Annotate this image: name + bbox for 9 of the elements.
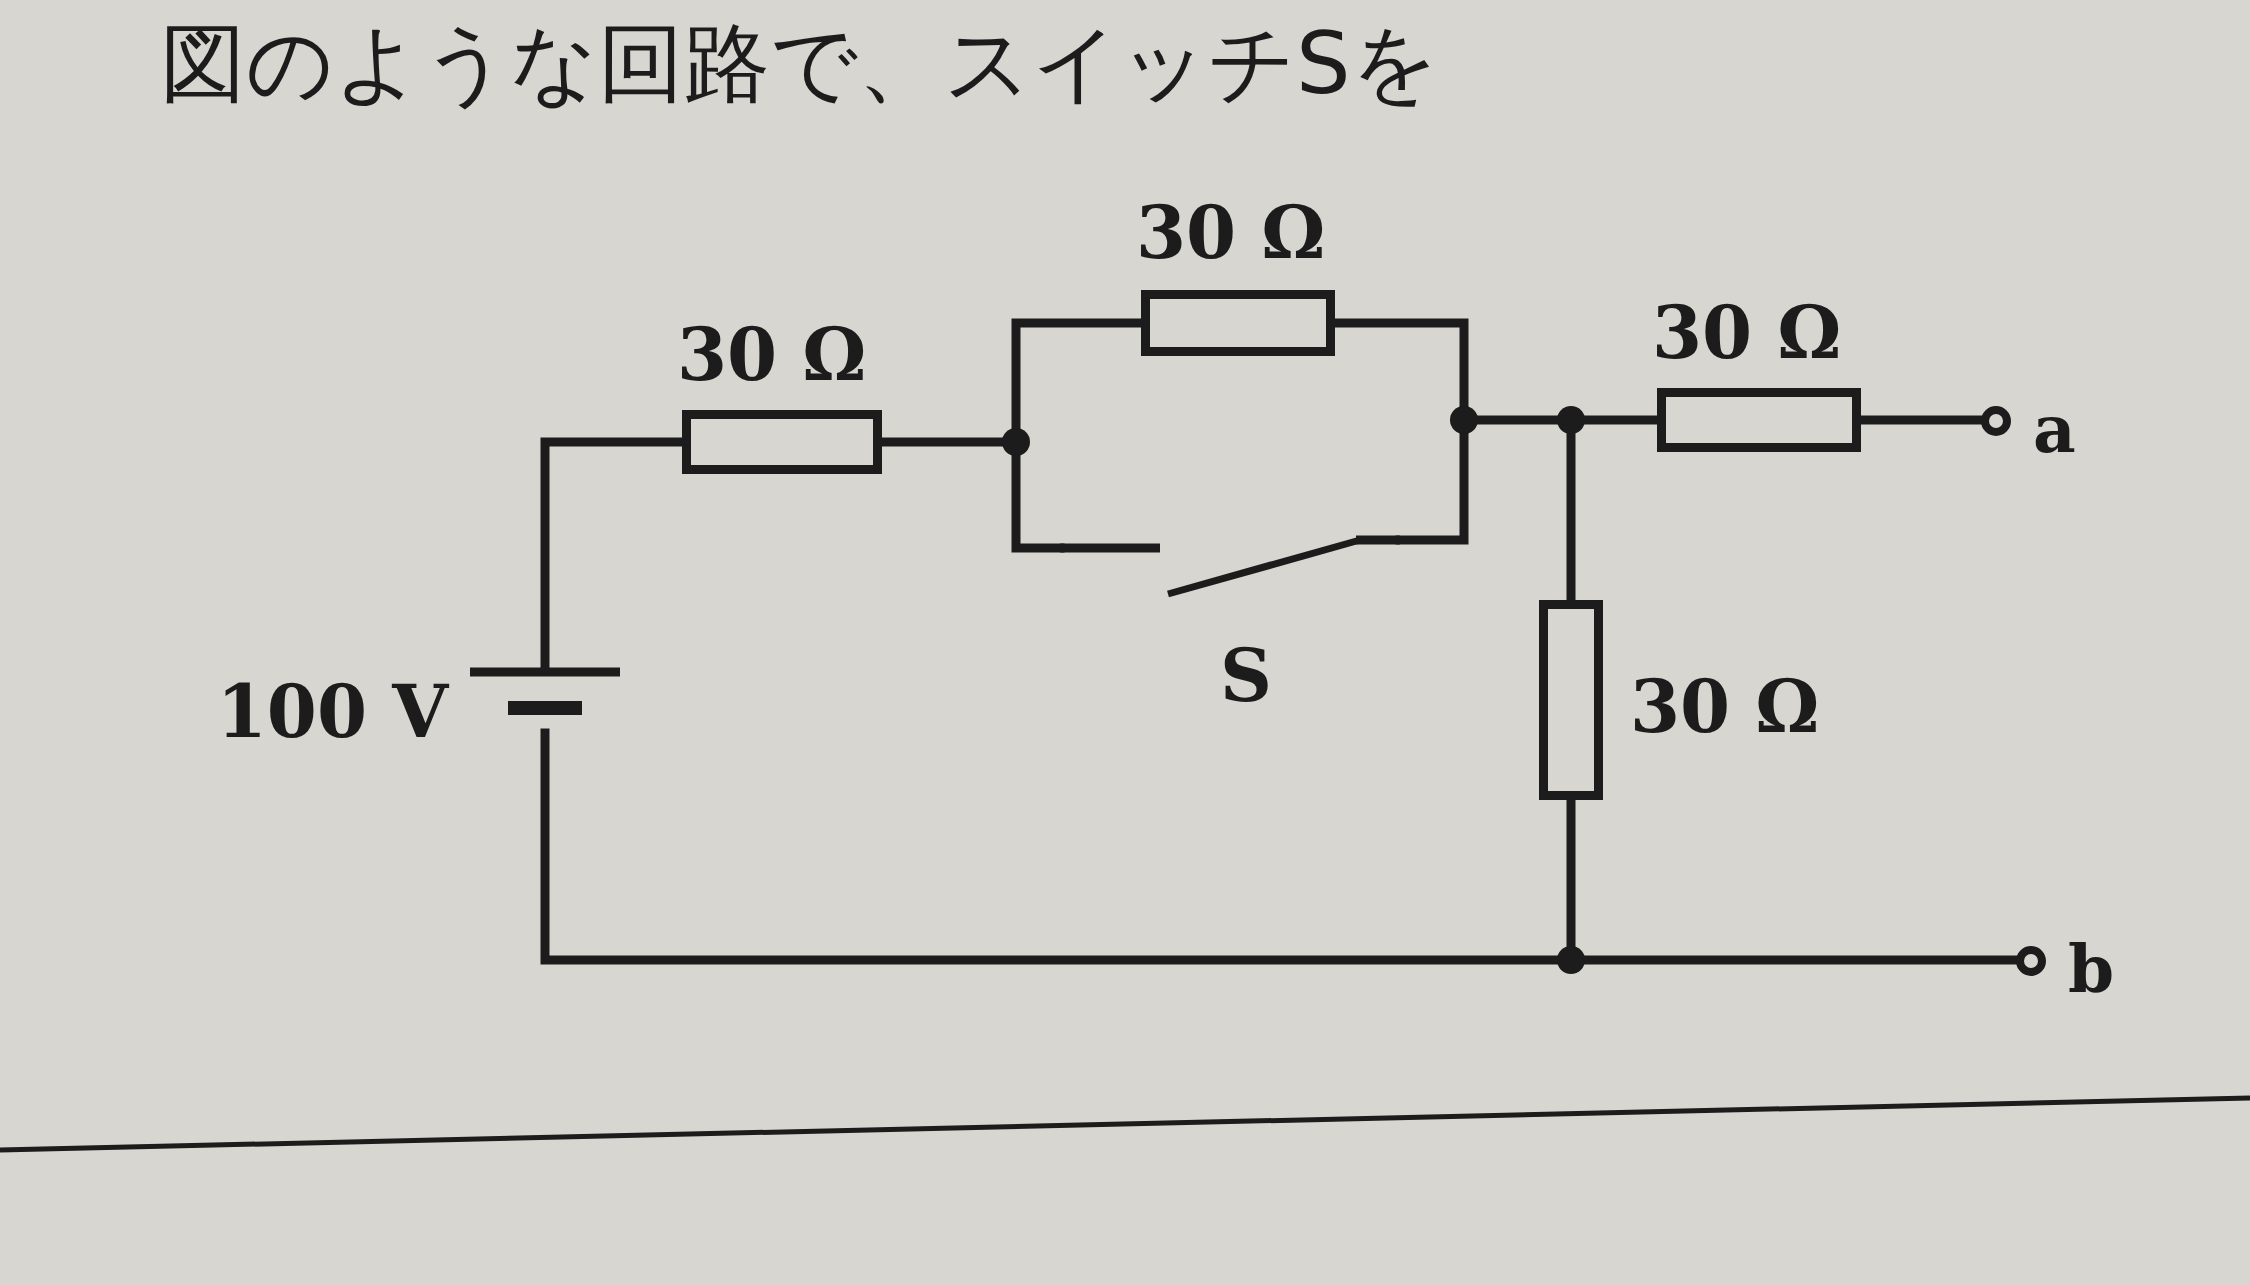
component-label: 30 Ω: [677, 319, 867, 391]
question-text: 図のような回路で、スイッチSを: [160, 12, 1439, 115]
component-label: 30 Ω: [1652, 297, 1842, 369]
component-label: 30 Ω: [1630, 671, 1820, 743]
component-label: S: [1220, 640, 1272, 712]
component-label: b: [2068, 936, 2115, 1002]
component-label: a: [2033, 396, 2076, 462]
component-label: 100 V: [216, 676, 448, 748]
component-label: 30 Ω: [1136, 197, 1326, 269]
